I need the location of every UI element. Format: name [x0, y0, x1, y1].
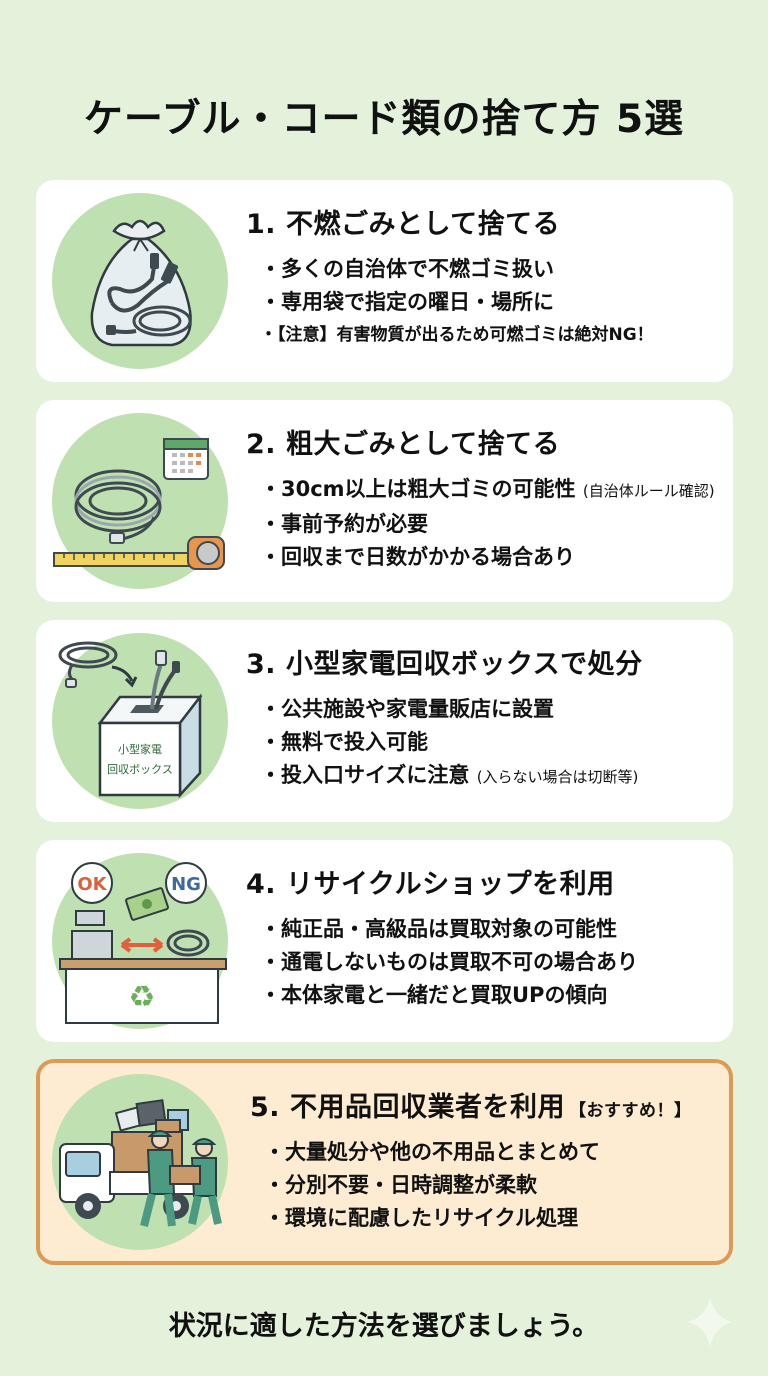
warning-bullet-item: 【注意】有害物質が出るため可燃ゴミは絶対NG！	[260, 319, 723, 352]
recommended-tag: 【おすすめ！】	[568, 1101, 692, 1121]
footer-message: 状況に適した方法を選びましょう。	[168, 1311, 600, 1342]
bullet-item: 無料で投入可能	[260, 726, 723, 759]
svg-text:♻: ♻	[129, 980, 156, 1015]
bullet-note: (自治体ルール確認)	[582, 482, 715, 500]
card-title: 2. 粗大ごみとして捨てる	[246, 429, 561, 460]
bullet-note: (入らない場合は切断等)	[476, 768, 639, 786]
method-card-1: 1. 不燃ごみとして捨てる 多くの自治体で不燃ゴミ扱い 専用袋で指定の曜日・場所…	[36, 180, 733, 382]
card-title: 1. 不燃ごみとして捨てる	[246, 209, 561, 240]
bullet-item: 回収まで日数がかかる場合あり	[260, 541, 723, 574]
card-title: 5. 不用品回収業者を利用【おすすめ！】	[250, 1092, 692, 1123]
bullet-item: 純正品・高級品は買取対象の可能性	[260, 913, 723, 946]
bullet-item: 投入口サイズに注意 (入らない場合は切断等)	[260, 759, 723, 794]
svg-text:OK: OK	[77, 874, 107, 895]
sparkle-icon	[688, 1297, 732, 1347]
bullet-item: 環境に配慮したリサイクル処理	[264, 1202, 719, 1235]
card-title: 3. 小型家電回収ボックスで処分	[246, 649, 643, 680]
coiled-cable-calendar-tape-measure-icon	[52, 413, 228, 589]
recycle-shop-counter-icon: OK NG ♻	[52, 853, 228, 1029]
bullet-item: 専用袋で指定の曜日・場所に	[260, 286, 723, 319]
bullet-item: 事前予約が必要	[260, 508, 723, 541]
svg-text:回収ボックス: 回収ボックス	[107, 763, 173, 776]
bullet-item: 大量処分や他の不用品とまとめて	[264, 1136, 719, 1169]
bullet-item: 通電しないものは買取不可の場合あり	[260, 946, 723, 979]
page-title: ケーブル・コード類の捨て方 5選	[83, 97, 685, 142]
collection-truck-workers-icon	[52, 1074, 228, 1250]
svg-text:NG: NG	[171, 874, 201, 895]
cable-in-trash-bag-icon	[52, 193, 228, 369]
bullet-item: 多くの自治体で不燃ゴミ扱い	[260, 253, 723, 286]
recycling-box-icon: 小型家電 回収ボックス	[52, 633, 228, 809]
method-card-4: OK NG ♻ 4. リサイクルショップを利用 純正品・高級品は買取対象の可能性…	[36, 840, 733, 1042]
card-title: 4. リサイクルショップを利用	[246, 869, 615, 900]
bullet-item: 30cm以上は粗大ゴミの可能性 (自治体ルール確認)	[260, 473, 723, 508]
method-card-3: 小型家電 回収ボックス 3. 小型家電回収ボックスで処分 公共施設や家電量販店に…	[36, 620, 733, 822]
svg-text:小型家電: 小型家電	[118, 742, 162, 756]
bullet-item: 公共施設や家電量販店に設置	[260, 693, 723, 726]
bullet-item: 分別不要・日時調整が柔軟	[264, 1169, 719, 1202]
method-card-5-recommended: 5. 不用品回収業者を利用【おすすめ！】 大量処分や他の不用品とまとめて 分別不…	[36, 1059, 733, 1265]
method-card-2: 2. 粗大ごみとして捨てる 30cm以上は粗大ゴミの可能性 (自治体ルール確認)…	[36, 400, 733, 602]
bullet-item: 本体家電と一緒だと買取UPの傾向	[260, 979, 723, 1012]
